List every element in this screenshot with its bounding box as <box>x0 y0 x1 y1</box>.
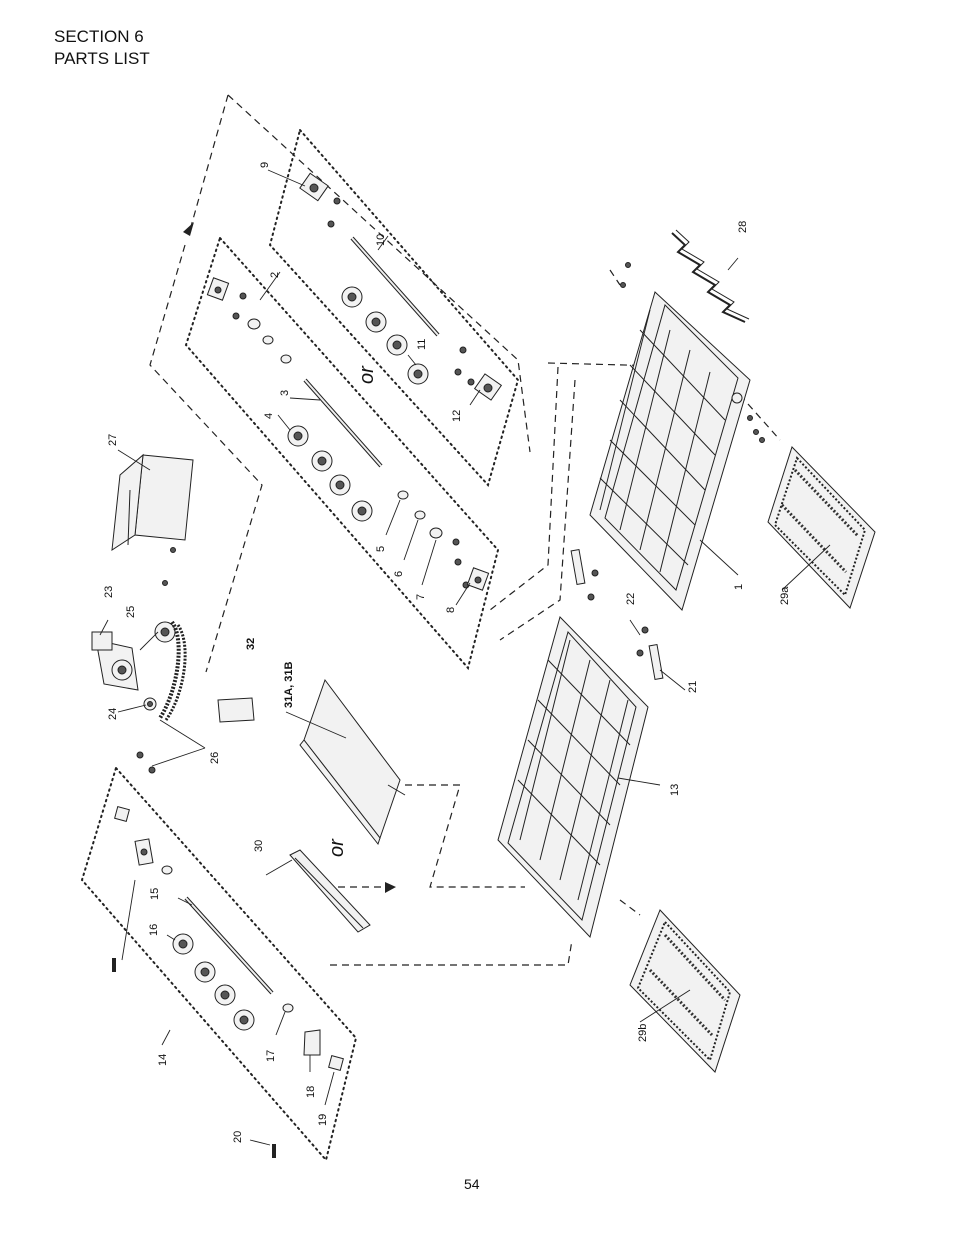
screen-29b <box>629 909 741 1073</box>
callout-18: 18 <box>305 1086 317 1098</box>
callout-8: 8 <box>445 607 457 613</box>
plate-32 <box>217 697 255 723</box>
callout-21: 21 <box>687 681 699 693</box>
sprockets-11 <box>341 286 429 385</box>
sprockets-4 <box>287 425 373 522</box>
shaft-assembly-lower <box>112 806 344 1158</box>
callout-4: 4 <box>263 413 275 419</box>
sprockets-16 <box>172 933 255 1031</box>
callout-24: 24 <box>107 708 119 720</box>
nut-19 <box>328 1055 344 1071</box>
motor-23 <box>91 620 187 774</box>
callout-27: 27 <box>107 434 119 446</box>
callout-17: 17 <box>265 1050 277 1062</box>
callout-5: 5 <box>375 546 387 552</box>
conveyor-frame-1 <box>589 291 765 611</box>
section-number: SECTION 6 <box>54 27 144 46</box>
callout-29a: 29a <box>779 586 791 605</box>
callout-31: 31A, 31B <box>283 661 295 708</box>
drive-chain <box>158 620 181 720</box>
page-number: 54 <box>464 1176 480 1192</box>
guard-28 <box>620 229 750 323</box>
callout-26: 26 <box>209 752 221 764</box>
assembly-boundary-14 <box>80 766 358 1163</box>
callout-12: 12 <box>451 410 463 422</box>
link-26a <box>136 751 144 759</box>
callout-3: 3 <box>279 390 291 396</box>
shaft-assembly-middle <box>206 277 490 591</box>
callout-30: 30 <box>253 840 265 852</box>
callout-10: 10 <box>375 234 387 246</box>
callout-11: 11 <box>416 339 428 350</box>
callout-14: 14 <box>157 1054 169 1066</box>
or-label-upper: or <box>356 365 378 384</box>
links-21 <box>570 548 664 681</box>
callout-leaders <box>99 169 831 1146</box>
callout-29b: 29b <box>637 1024 649 1042</box>
callout-2: 2 <box>269 272 281 278</box>
crumb-tray-31 <box>299 678 406 846</box>
bracket-18 <box>303 1029 321 1056</box>
callout-16: 16 <box>148 924 160 936</box>
section-title: PARTS LIST <box>54 49 150 68</box>
callout-25: 25 <box>125 606 137 618</box>
assembly-boundary-upper <box>268 127 520 488</box>
assembly-boundaries <box>80 127 520 1163</box>
section-heading: SECTION 6 PARTS LIST <box>54 26 150 70</box>
callout-19: 19 <box>317 1114 329 1126</box>
callout-22: 22 <box>625 593 637 605</box>
callout-6: 6 <box>393 571 405 577</box>
callout-32: 32 <box>245 638 257 650</box>
callout-13: 13 <box>669 784 681 796</box>
or-label-lower: or <box>326 838 348 857</box>
guide-lines <box>149 94 781 966</box>
callout-28: 28 <box>737 221 749 233</box>
callout-7: 7 <box>415 594 427 600</box>
motor-bracket-27 <box>111 453 194 586</box>
callout-15: 15 <box>149 888 161 900</box>
callout-1: 1 <box>733 584 745 590</box>
callout-labels: 1 2 3 4 5 6 7 8 9 10 11 12 13 14 15 16 1… <box>103 162 791 1143</box>
link-26b <box>148 766 156 774</box>
rail-30 <box>289 849 371 933</box>
conveyor-frame-13 <box>497 616 649 939</box>
callout-20: 20 <box>232 1131 244 1143</box>
shaft-assembly-upper <box>299 172 503 401</box>
screen-29a <box>767 446 876 609</box>
callout-23: 23 <box>103 586 115 598</box>
callout-9: 9 <box>259 162 271 168</box>
assembly-boundary-2 <box>184 236 500 671</box>
